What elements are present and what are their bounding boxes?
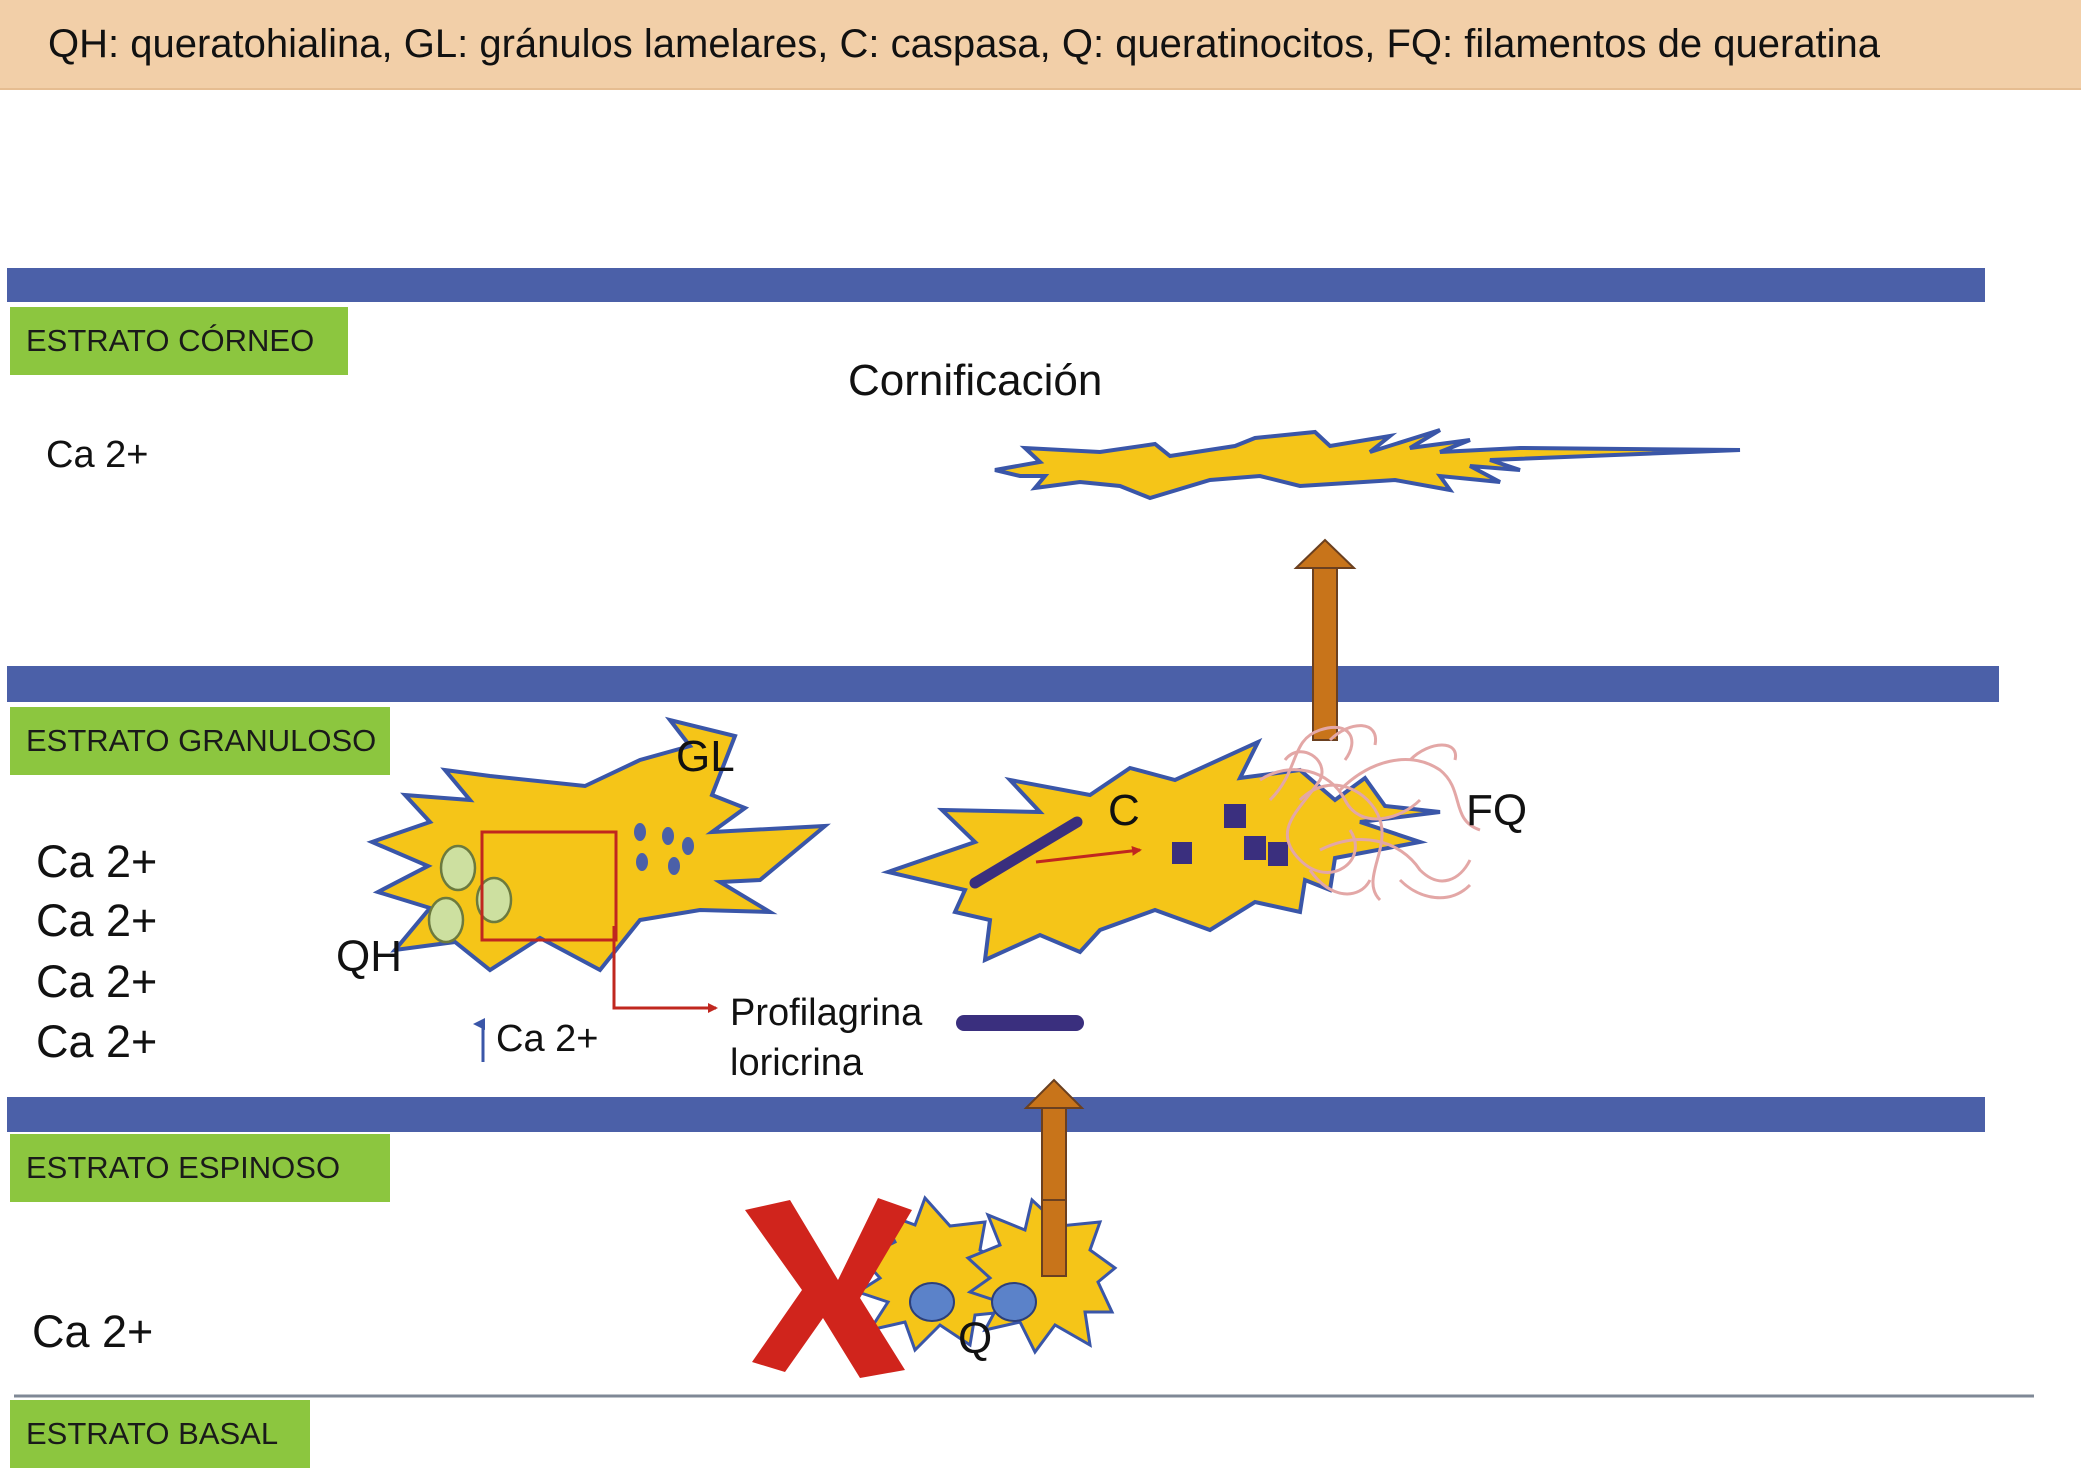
keratin-fragment xyxy=(1268,842,1288,866)
keratin-fragment xyxy=(1244,836,1266,860)
label-ca-granular-1: Ca 2+ xyxy=(36,836,157,888)
layer-tag-corneo: ESTRATO CÓRNEO xyxy=(10,307,348,375)
gl-granule xyxy=(634,823,646,841)
label-profilagrina: Profilagrina xyxy=(730,988,922,1038)
label-ca-corneo: Ca 2+ xyxy=(46,434,148,477)
cornified-cell xyxy=(995,430,1740,498)
membrane-granular xyxy=(7,666,1999,702)
label-ca-increase: Ca 2+ xyxy=(496,1018,598,1061)
label-gl: GL xyxy=(676,732,735,782)
qh-granule xyxy=(441,846,475,890)
label-cornificacion: Cornificación xyxy=(848,356,1102,406)
keratin-fragment xyxy=(1172,842,1192,864)
gl-granule xyxy=(662,827,674,845)
label-ca-granular-3: Ca 2+ xyxy=(36,956,157,1008)
label-q: Q xyxy=(958,1314,992,1364)
label-loricrina: loricrina xyxy=(730,1038,863,1088)
layer-tag-basal: ESTRATO BASAL xyxy=(10,1400,310,1468)
nucleus xyxy=(992,1283,1036,1321)
nucleus xyxy=(910,1283,954,1321)
gl-granule xyxy=(668,857,680,875)
up-arrow-shaft xyxy=(1042,1200,1066,1276)
label-c: C xyxy=(1108,786,1140,836)
legend-bar: QH: queratohialina, GL: gránulos lamelar… xyxy=(0,0,2081,90)
keratin-fragment xyxy=(1224,804,1246,828)
up-arrow-icon xyxy=(1296,540,1354,740)
label-qh: QH xyxy=(336,932,402,982)
membrane-top xyxy=(7,268,1985,302)
label-ca-basal: Ca 2+ xyxy=(32,1306,153,1358)
layer-tag-espinoso: ESTRATO ESPINOSO xyxy=(10,1134,390,1202)
layer-tag-granuloso: ESTRATO GRANULOSO xyxy=(10,707,390,775)
label-ca-granular-4: Ca 2+ xyxy=(36,1016,157,1068)
label-fq: FQ xyxy=(1466,786,1527,836)
label-ca-granular-2: Ca 2+ xyxy=(36,895,157,947)
membrane-spinous xyxy=(7,1097,1985,1132)
loricrina-bar xyxy=(956,1015,1084,1031)
pathway-arrow xyxy=(614,926,716,1008)
qh-granule xyxy=(429,898,463,942)
gl-granule xyxy=(636,853,648,871)
legend-text: QH: queratohialina, GL: gránulos lamelar… xyxy=(48,22,1880,67)
gl-granule xyxy=(682,837,694,855)
